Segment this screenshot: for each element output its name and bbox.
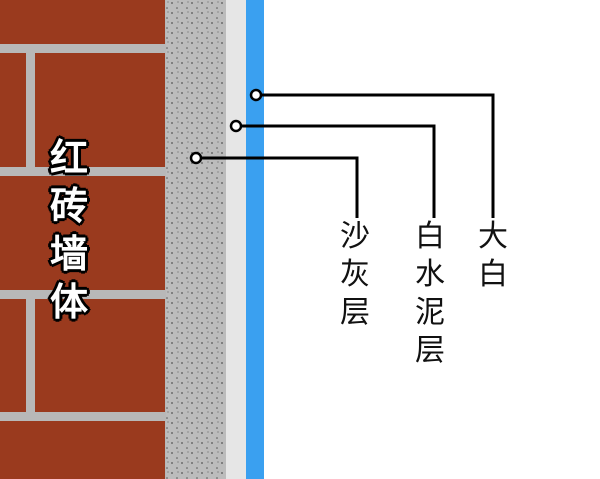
label-char: 红: [50, 136, 89, 180]
label-char: 泥: [415, 295, 445, 330]
white-putty-layer-label: 大 白: [478, 218, 508, 294]
label-char: 墙: [50, 232, 89, 276]
brick: [0, 53, 26, 167]
white-cement-layer-label: 白 水 泥 层: [415, 218, 445, 370]
white-cement-layer: [226, 0, 246, 479]
label-char: 层: [340, 295, 370, 330]
sand-ash-layer-label: 沙 灰 层: [340, 218, 370, 332]
label-char: 白: [415, 219, 445, 254]
bricks: [0, 0, 165, 479]
brick: [0, 176, 165, 290]
label-char: 砖: [50, 184, 89, 228]
leader-line-sand-ash: [189, 151, 359, 218]
white-putty-layer: [246, 0, 264, 479]
label-char: 白: [478, 257, 508, 292]
brick: [0, 299, 26, 412]
sand-ash-layer: [166, 0, 226, 479]
brick: [0, 0, 165, 44]
label-char: 体: [50, 280, 89, 324]
brick: [0, 421, 165, 479]
label-char: 沙: [340, 219, 370, 254]
brick-wall-label: 红 砖 墙 体: [50, 134, 88, 326]
label-char: 灰: [340, 257, 370, 292]
leader-line-white-putty: [249, 88, 495, 218]
leader-dot: [229, 119, 243, 133]
brick: [35, 299, 165, 412]
leader-dot: [189, 151, 203, 165]
label-char: 大: [478, 219, 508, 254]
label-char: 水: [415, 257, 445, 292]
leader-line-white-cement: [229, 119, 436, 218]
leader-dot: [249, 88, 263, 102]
brick: [35, 53, 165, 167]
brick-wall: [0, 0, 168, 479]
label-char: 层: [415, 333, 445, 368]
